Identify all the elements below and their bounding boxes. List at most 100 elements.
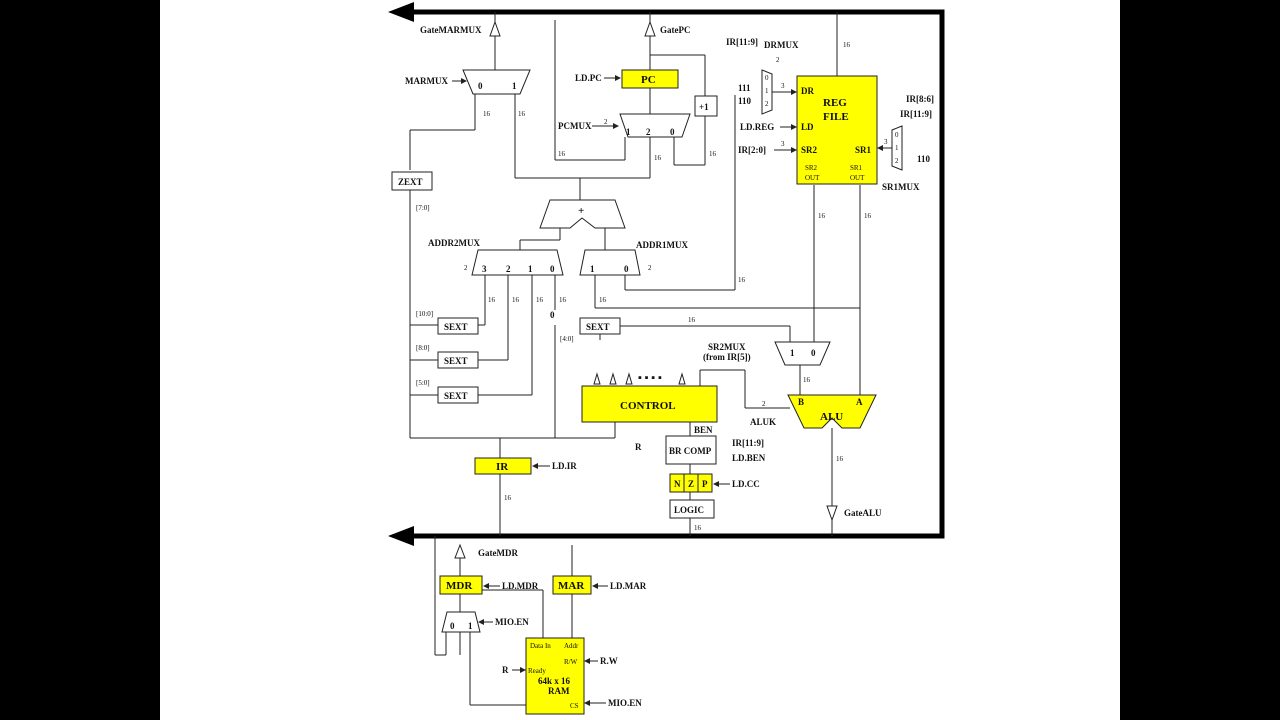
svg-text:16: 16 <box>688 316 696 324</box>
svg-text:16: 16 <box>803 376 811 384</box>
z-label: Z <box>688 479 694 489</box>
p-flag <box>697 473 713 493</box>
svg-text:16: 16 <box>694 524 702 532</box>
svg-text:16: 16 <box>738 276 746 284</box>
gate-alu <box>826 505 838 522</box>
svg-text:16: 16 <box>559 296 567 304</box>
marmux-shape <box>462 69 531 95</box>
drmux-111: 111 <box>738 83 751 93</box>
const-zero: 0 <box>550 310 555 320</box>
pc-register <box>621 69 679 89</box>
pcmux-shape <box>619 113 691 138</box>
sr1mux-shape <box>891 125 903 171</box>
ld-mdr-label: LD.MDR <box>502 581 539 591</box>
addr2mux-shape <box>471 249 564 276</box>
sr2mux-shape <box>774 341 831 366</box>
gate-mdr <box>454 543 466 559</box>
sext-10-label: SEXT <box>444 322 468 332</box>
svg-text:16: 16 <box>709 150 717 158</box>
sr2mux-sub-label: (from IR[5]) <box>703 352 751 362</box>
sr1mux-2: 2 <box>895 157 899 165</box>
sr1mux-0: 0 <box>895 131 899 139</box>
bus-width-labels: 16 16 16 16 16 16 16 16 16 16 16 16 16 1… <box>464 41 888 532</box>
sext-10-field: [10:0] <box>416 310 433 318</box>
svg-text:2: 2 <box>762 400 766 408</box>
drmux-1: 1 <box>765 87 769 95</box>
ram-cs: CS <box>570 702 579 710</box>
global-bus <box>388 2 945 546</box>
svg-text:16: 16 <box>536 296 544 304</box>
mdr-mux-0: 0 <box>450 621 455 631</box>
svg-text:16: 16 <box>843 41 851 49</box>
register-file <box>796 75 878 185</box>
sr1mux-label: SR1MUX <box>882 182 920 192</box>
addr2-input-2: 2 <box>506 264 511 274</box>
regfile-sr1: SR1 <box>855 145 872 155</box>
n-label: N <box>674 479 681 489</box>
aluk-label: ALUK <box>750 417 776 427</box>
sr1mux-1: 1 <box>895 144 899 152</box>
ram-rw: R/W <box>564 658 578 666</box>
ir-11-9-br: IR[11:9] <box>732 438 764 448</box>
marmux-input-0: 0 <box>478 81 483 91</box>
logic-label: LOGIC <box>674 505 704 515</box>
ld-ir-label: LD.IR <box>552 461 577 471</box>
alu-b-port: B <box>798 397 804 407</box>
gate-pc <box>644 20 656 37</box>
addr1mux-shape <box>579 249 641 276</box>
sr2mux-input-0: 0 <box>811 348 816 358</box>
svg-text:2: 2 <box>604 118 608 126</box>
sr2mux-label: SR2MUX <box>708 342 746 352</box>
pcmux-input-0: 0 <box>670 127 675 137</box>
regfile-dr: DR <box>801 86 814 96</box>
svg-text:16: 16 <box>488 296 496 304</box>
mdr-register <box>439 575 483 595</box>
svg-text:16: 16 <box>818 212 826 220</box>
rw-label: R.W <box>600 656 618 666</box>
marmux-input-1: 1 <box>512 81 517 91</box>
gate-marmux <box>489 20 501 37</box>
svg-text:16: 16 <box>864 212 872 220</box>
regfile-sr1-out: SR1 <box>850 164 863 172</box>
mdr-label: MDR <box>446 580 473 592</box>
svg-text:16: 16 <box>518 110 526 118</box>
sr1mux-110: 110 <box>917 154 931 164</box>
alu-a-port: A <box>856 397 863 407</box>
drmux-110: 110 <box>738 96 752 106</box>
addr2-input-0: 0 <box>550 264 555 274</box>
control-unit <box>581 385 718 423</box>
pcmux-input-2: 2 <box>646 127 651 137</box>
ld-ben-label: LD.BEN <box>732 453 766 463</box>
br-comp-label: BR COMP <box>669 446 712 456</box>
p-label: P <box>702 479 708 489</box>
sext-10-block <box>437 317 479 335</box>
marmux-label: MARMUX <box>405 76 448 86</box>
svg-text:16: 16 <box>654 154 662 162</box>
addr2-input-1: 1 <box>528 264 533 274</box>
ram-size: 64k x 16 <box>538 676 571 686</box>
ram-datain: Data In <box>530 642 551 650</box>
control-dots: ▪ ▪ ▪ ▪ <box>638 372 662 384</box>
addr1mux-label: ADDR1MUX <box>636 240 688 250</box>
sext-8-field: [8:0] <box>416 344 430 352</box>
svg-text:2: 2 <box>464 264 468 272</box>
br-comp-block <box>665 435 717 465</box>
addr1-input-0: 0 <box>624 264 629 274</box>
gate-marmux-label: GateMARMUX <box>420 25 482 35</box>
wires <box>409 12 861 706</box>
alu-label: ALU <box>820 411 843 423</box>
regfile-sr2: SR2 <box>801 145 818 155</box>
inc-label: +1 <box>699 102 709 112</box>
svg-text:2: 2 <box>776 56 780 64</box>
gate-mdr-label: GateMDR <box>478 548 518 558</box>
svg-text:16: 16 <box>836 455 844 463</box>
ld-cc-label: LD.CC <box>732 479 760 489</box>
sext-5-field: [5:0] <box>416 379 430 387</box>
increment-block <box>694 95 718 117</box>
regfile-sr2-out: SR2 <box>805 164 818 172</box>
ben-label: BEN <box>694 425 713 435</box>
lc3-datapath-diagram: GateMARMUX GatePC GateALU GateMDR 0 1 MA… <box>160 0 1120 720</box>
sext-8-label: SEXT <box>444 356 468 366</box>
svg-text:3: 3 <box>781 82 785 90</box>
ir-register <box>474 457 532 475</box>
